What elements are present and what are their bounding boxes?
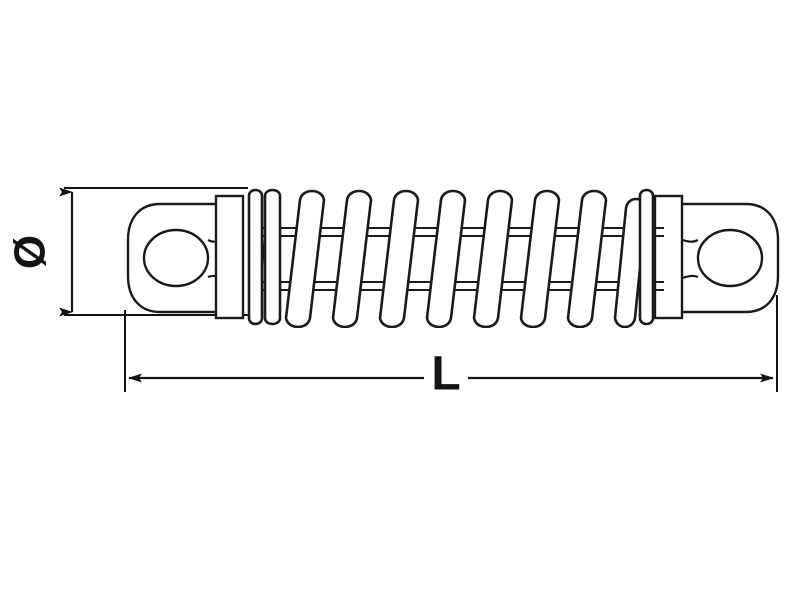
coil-loop-4 <box>425 189 467 328</box>
length-symbol-label: L <box>431 348 460 401</box>
coil-front-loops <box>247 188 655 328</box>
length-dimension: L <box>124 295 778 401</box>
coil-end-left-2 <box>263 188 282 326</box>
left-eyelet-outer-body <box>126 202 233 314</box>
coil-loop-7 <box>566 189 608 328</box>
helical-spring-coil <box>247 188 664 328</box>
coil-loop-6 <box>519 189 561 328</box>
coil-loop-5 <box>472 189 514 328</box>
coil-loop-2 <box>331 189 373 328</box>
right-eyelet-hole <box>696 228 764 288</box>
coil-loop-1 <box>284 189 326 328</box>
right-eyelet <box>653 194 780 320</box>
coil-end-right-1 <box>638 188 655 326</box>
diameter-symbol-label: Ø <box>6 235 55 269</box>
left-collar-block <box>214 194 245 320</box>
coil-end-left-1 <box>247 188 264 326</box>
left-eyelet <box>126 194 245 320</box>
right-eyelet-outer-body <box>673 202 780 314</box>
diameter-dimension: Ø <box>6 187 248 317</box>
right-collar-block <box>653 194 684 320</box>
left-eyelet-hole <box>142 228 210 288</box>
coil-loop-3 <box>378 189 420 328</box>
